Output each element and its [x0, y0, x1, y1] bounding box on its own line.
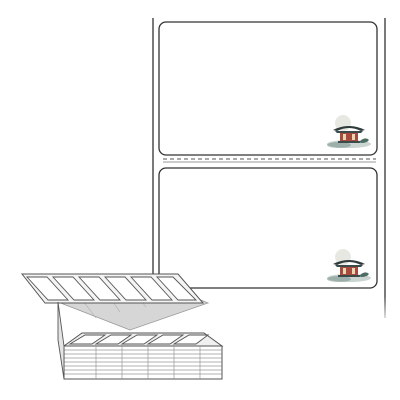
stack-label	[77, 276, 122, 301]
stack-label	[120, 334, 159, 345]
stack-label	[155, 276, 198, 301]
fanfold-top-sheet	[20, 273, 205, 304]
stack-label	[51, 276, 96, 301]
label-bottom	[158, 167, 378, 289]
label-top	[158, 21, 378, 156]
stack-label	[103, 276, 148, 301]
stack-label	[129, 276, 174, 301]
fanfold-base-block	[57, 301, 224, 380]
stack-label	[146, 334, 185, 345]
stack-label	[68, 334, 107, 345]
fanfold-stack	[20, 273, 224, 380]
stack-label	[25, 276, 70, 301]
stack-label	[94, 334, 133, 345]
label-top-outline	[158, 21, 378, 156]
label-bottom-outline	[158, 167, 378, 289]
stack-label	[172, 334, 210, 345]
perforation-line	[163, 158, 376, 163]
